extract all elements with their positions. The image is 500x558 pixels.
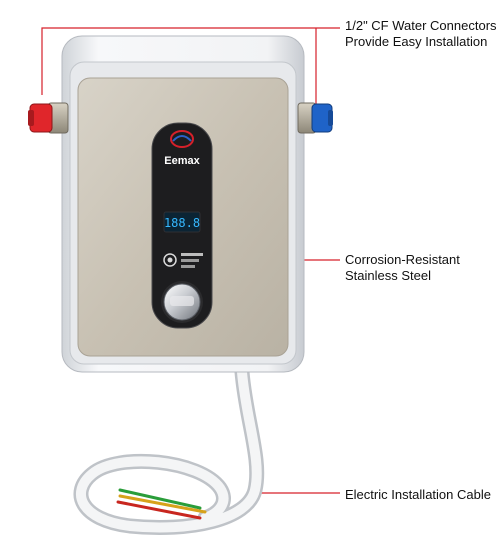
brand-name: Eemax — [164, 155, 200, 167]
callout-installation-cable: Electric Installation Cable — [345, 487, 491, 503]
energy-icon — [163, 253, 177, 267]
callout-line-2: Provide Easy Installation — [345, 34, 488, 49]
callout-water-connectors: 1/2" CF Water Connectors Provide Easy In… — [345, 18, 497, 50]
installation-cable — [73, 364, 265, 535]
callout-line-1: 1/2" CF Water Connectors — [345, 18, 497, 33]
certification-icons — [163, 253, 203, 268]
cold-water-connector — [297, 102, 333, 134]
brand-badge — [170, 130, 194, 148]
temperature-display — [163, 211, 201, 233]
callout-line-2: Stainless Steel — [345, 268, 431, 283]
cable-wires — [116, 488, 207, 520]
callout-stainless-steel: Corrosion-Resistant Stainless Steel — [345, 252, 460, 284]
brand-logo-icon — [170, 130, 194, 148]
temperature-knob[interactable] — [161, 281, 203, 323]
callout-line-1: Electric Installation Cable — [345, 487, 491, 502]
display-digits: 188.8 — [164, 216, 200, 230]
callout-line-1: Corrosion-Resistant — [345, 252, 460, 267]
callout-line-left-connector — [41, 27, 340, 95]
hot-water-connector — [28, 102, 69, 134]
